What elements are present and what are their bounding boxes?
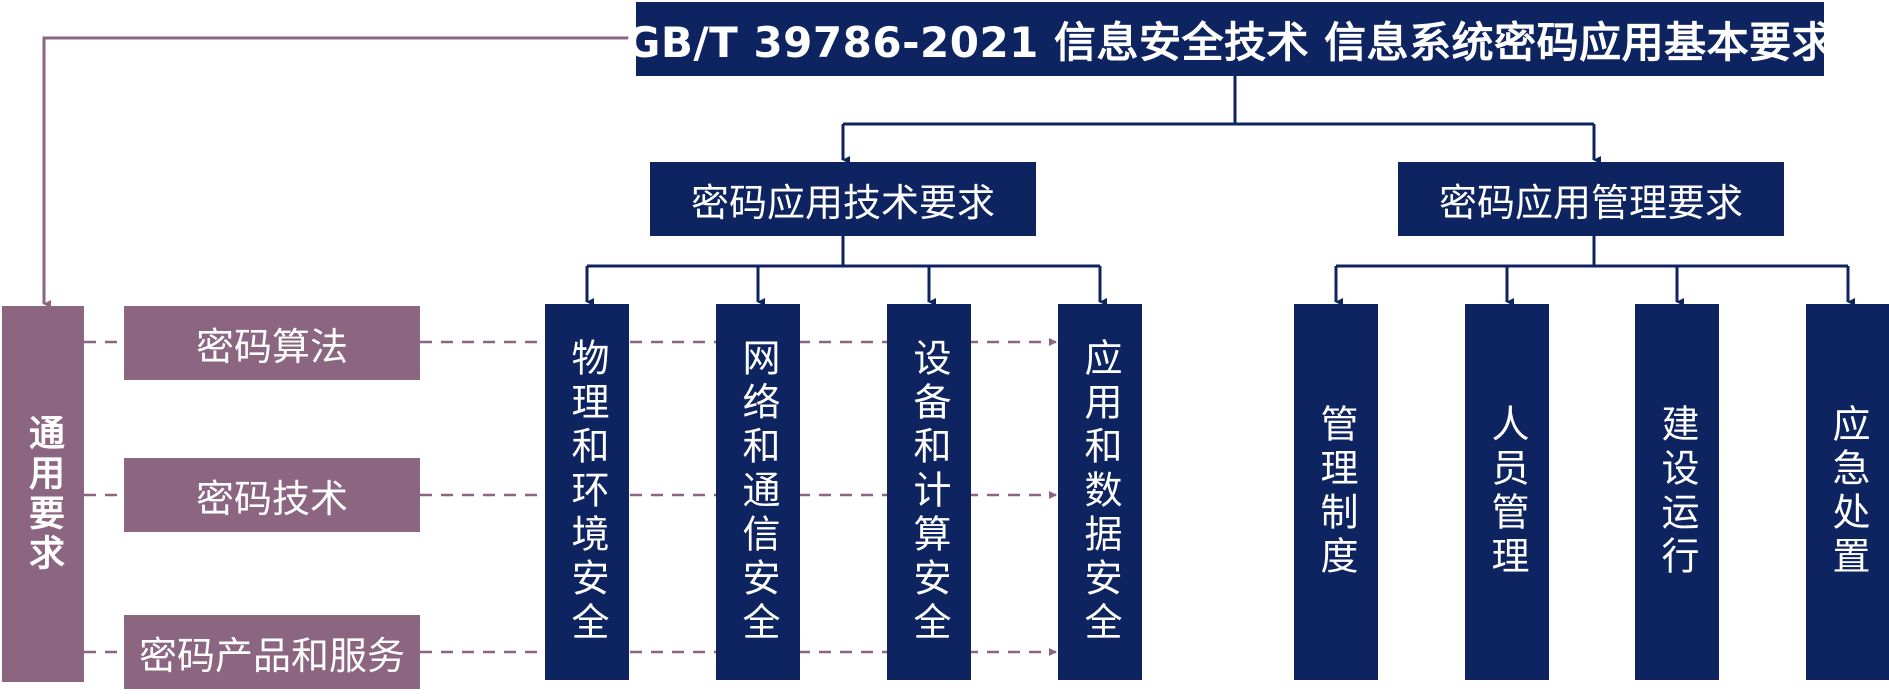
standard-title-text: GB/T 39786-2021 信息安全技术 信息系统密码应用基本要求 (625, 17, 1835, 67)
general-requirements-label: 通用要求 (23, 414, 64, 574)
mgmt-requirements-label: 密码应用管理要求 (1438, 180, 1743, 225)
general-item-algorithm: 密码算法 (124, 306, 420, 380)
general-item-products-label: 密码产品和服务 (138, 633, 405, 678)
general-item-products: 密码产品和服务 (124, 615, 420, 689)
tech-item-physical-label: 物理和环境安全 (565, 338, 609, 646)
tech-item-application: 应用和数据安全 (1058, 304, 1142, 680)
tech-requirements-label: 密码应用技术要求 (690, 180, 995, 225)
mgmt-item-personnel-label: 人员管理 (1485, 404, 1529, 580)
general-item-technology: 密码技术 (124, 458, 420, 532)
standard-title: GB/T 39786-2021 信息安全技术 信息系统密码应用基本要求 (626, 2, 1834, 76)
mgmt-requirements-box: 密码应用管理要求 (1398, 162, 1784, 236)
mgmt-item-personnel: 人员管理 (1465, 304, 1549, 680)
general-item-algorithm-label: 密码算法 (195, 324, 348, 369)
tech-requirements-box: 密码应用技术要求 (650, 162, 1036, 236)
general-item-technology-label: 密码技术 (195, 476, 348, 521)
tech-item-application-label: 应用和数据安全 (1078, 338, 1122, 646)
mgmt-item-emergency-label: 应急处置 (1826, 404, 1870, 580)
tech-item-physical: 物理和环境安全 (545, 304, 629, 680)
general-requirements-box: 通用要求 (2, 306, 84, 682)
mgmt-item-system: 管理制度 (1294, 304, 1378, 680)
mgmt-item-construction: 建设运行 (1635, 304, 1719, 680)
mgmt-item-construction-label: 建设运行 (1655, 404, 1699, 580)
tech-item-device-label: 设备和计算安全 (907, 338, 951, 646)
mgmt-item-system-label: 管理制度 (1314, 404, 1358, 580)
tech-item-network: 网络和通信安全 (716, 304, 800, 680)
tech-item-device: 设备和计算安全 (887, 304, 971, 680)
title-to-general-line (42, 36, 636, 308)
mgmt-item-emergency: 应急处置 (1806, 304, 1889, 680)
tech-item-network-label: 网络和通信安全 (736, 338, 780, 646)
